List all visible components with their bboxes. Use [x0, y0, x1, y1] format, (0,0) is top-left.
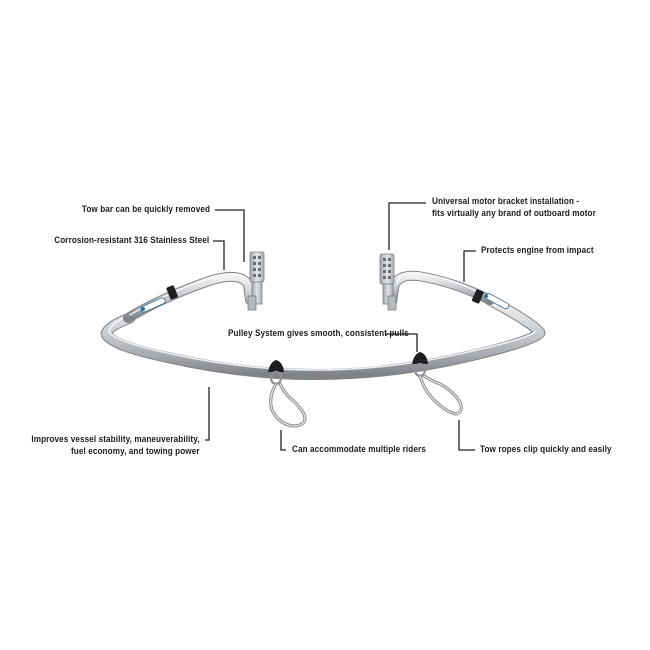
leader-multiple-riders — [280, 430, 286, 451]
leader-vessel-stability — [205, 387, 210, 441]
leader-corrosion-resistant — [213, 240, 225, 270]
leader-universal-bracket — [388, 202, 426, 250]
callout-corrosion-resistant: Corrosion-resistant 316 Stainless Steel — [53, 235, 209, 246]
right-pulley-hook — [412, 352, 463, 416]
callout-tow-ropes: Tow ropes clip quickly and easily — [480, 444, 612, 455]
arm-clamps — [166, 285, 484, 304]
callout-multiple-riders: Can accommodate multiple riders — [292, 444, 426, 455]
main-bar — [100, 294, 546, 380]
left-motor-bracket — [247, 251, 265, 311]
callout-pulley-system: Pulley System gives smooth, consistent p… — [228, 328, 409, 339]
brand-badges — [140, 292, 510, 313]
callout-universal-bracket: Universal motor bracket installation - f… — [432, 196, 596, 219]
leader-tow-ropes — [458, 420, 475, 451]
right-motor-bracket — [379, 253, 397, 311]
callout-tow-bar-removed: Tow bar can be quickly removed — [81, 204, 210, 215]
leader-pulley-system — [386, 333, 418, 352]
leader-tow-bar-removed — [215, 209, 245, 262]
callout-vessel-stability: Improves vessel stability, maneuverabili… — [31, 434, 200, 457]
left-pulley-hook — [268, 360, 307, 428]
leader-lines — [205, 202, 476, 451]
callout-protects-engine: Protects engine from impact — [481, 245, 594, 256]
right-arm — [387, 270, 495, 307]
leader-protects-engine — [463, 250, 476, 282]
